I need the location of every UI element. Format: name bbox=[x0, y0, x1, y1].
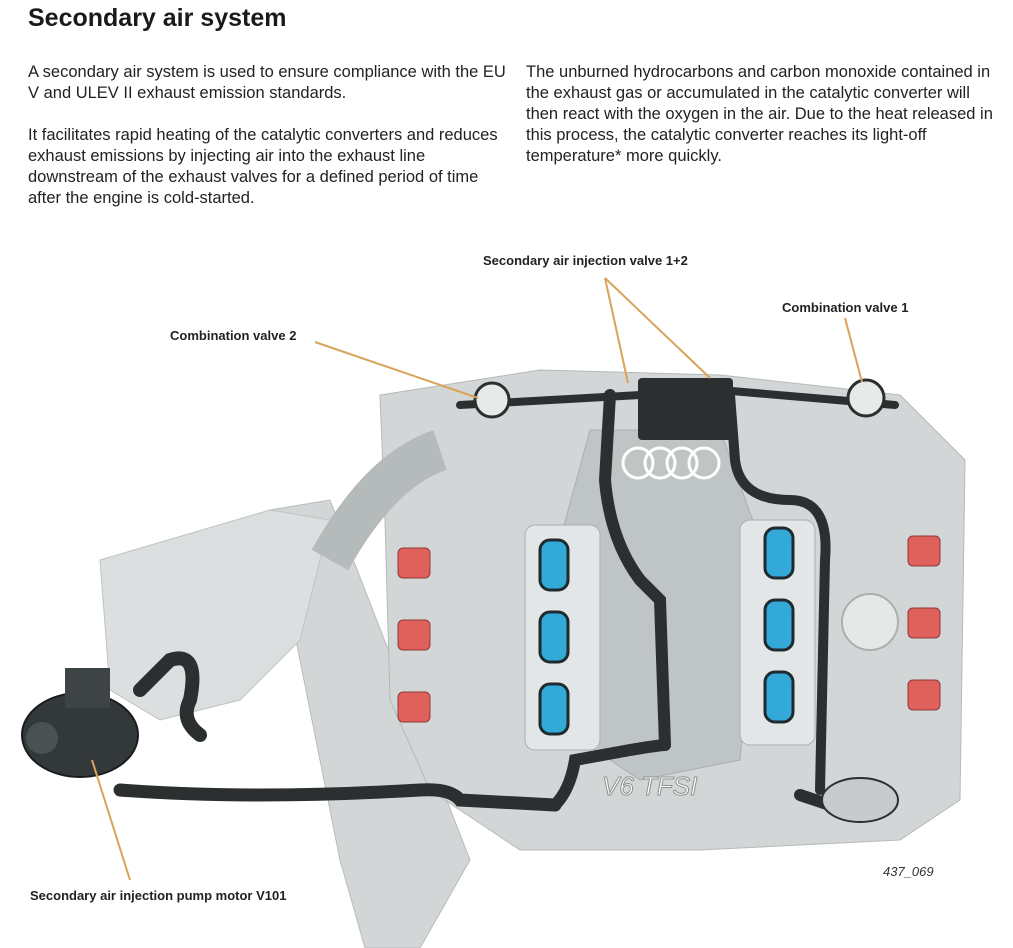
label-combination-valve-1: Combination valve 1 bbox=[782, 300, 909, 315]
audi-rings-logo bbox=[621, 446, 721, 480]
paragraph-heating: It facilitates rapid heating of the cata… bbox=[28, 126, 498, 207]
intake-port bbox=[763, 670, 795, 724]
oil-filler-cap bbox=[841, 593, 899, 651]
intro-left-column: A secondary air system is used to ensure… bbox=[28, 62, 513, 230]
leader-lines bbox=[91, 277, 863, 881]
combination-valve-1 bbox=[846, 378, 886, 418]
paragraph-reaction: The unburned hydrocarbons and carbon mon… bbox=[526, 63, 993, 165]
intake-port bbox=[763, 598, 795, 652]
intro-right-column: The unburned hydrocarbons and carbon mon… bbox=[526, 62, 996, 188]
valve-housing-lower-right bbox=[821, 777, 899, 823]
combination-valve-2 bbox=[473, 381, 511, 419]
intake-port bbox=[763, 526, 795, 580]
label-injection-valve: Secondary air injection valve 1+2 bbox=[483, 253, 688, 268]
label-pump-motor: Secondary air injection pump motor V101 bbox=[30, 888, 287, 903]
engine-badge: V6 TFSI bbox=[602, 771, 697, 801]
label-combination-valve-2: Combination valve 2 bbox=[170, 328, 297, 343]
intake-port bbox=[538, 682, 570, 736]
page-title: Secondary air system bbox=[28, 4, 287, 32]
figure-id: 437_069 bbox=[883, 864, 934, 879]
intake-corrugated-hose bbox=[311, 430, 448, 571]
secondary-air-pump bbox=[21, 668, 139, 778]
intake-port bbox=[538, 538, 570, 592]
secondary-air-injection-valves bbox=[638, 378, 733, 440]
paragraph-compliance: A secondary air system is used to ensure… bbox=[28, 63, 506, 102]
intake-port bbox=[538, 610, 570, 664]
air-intake-duct bbox=[269, 499, 471, 948]
ignition-coils bbox=[397, 535, 941, 723]
